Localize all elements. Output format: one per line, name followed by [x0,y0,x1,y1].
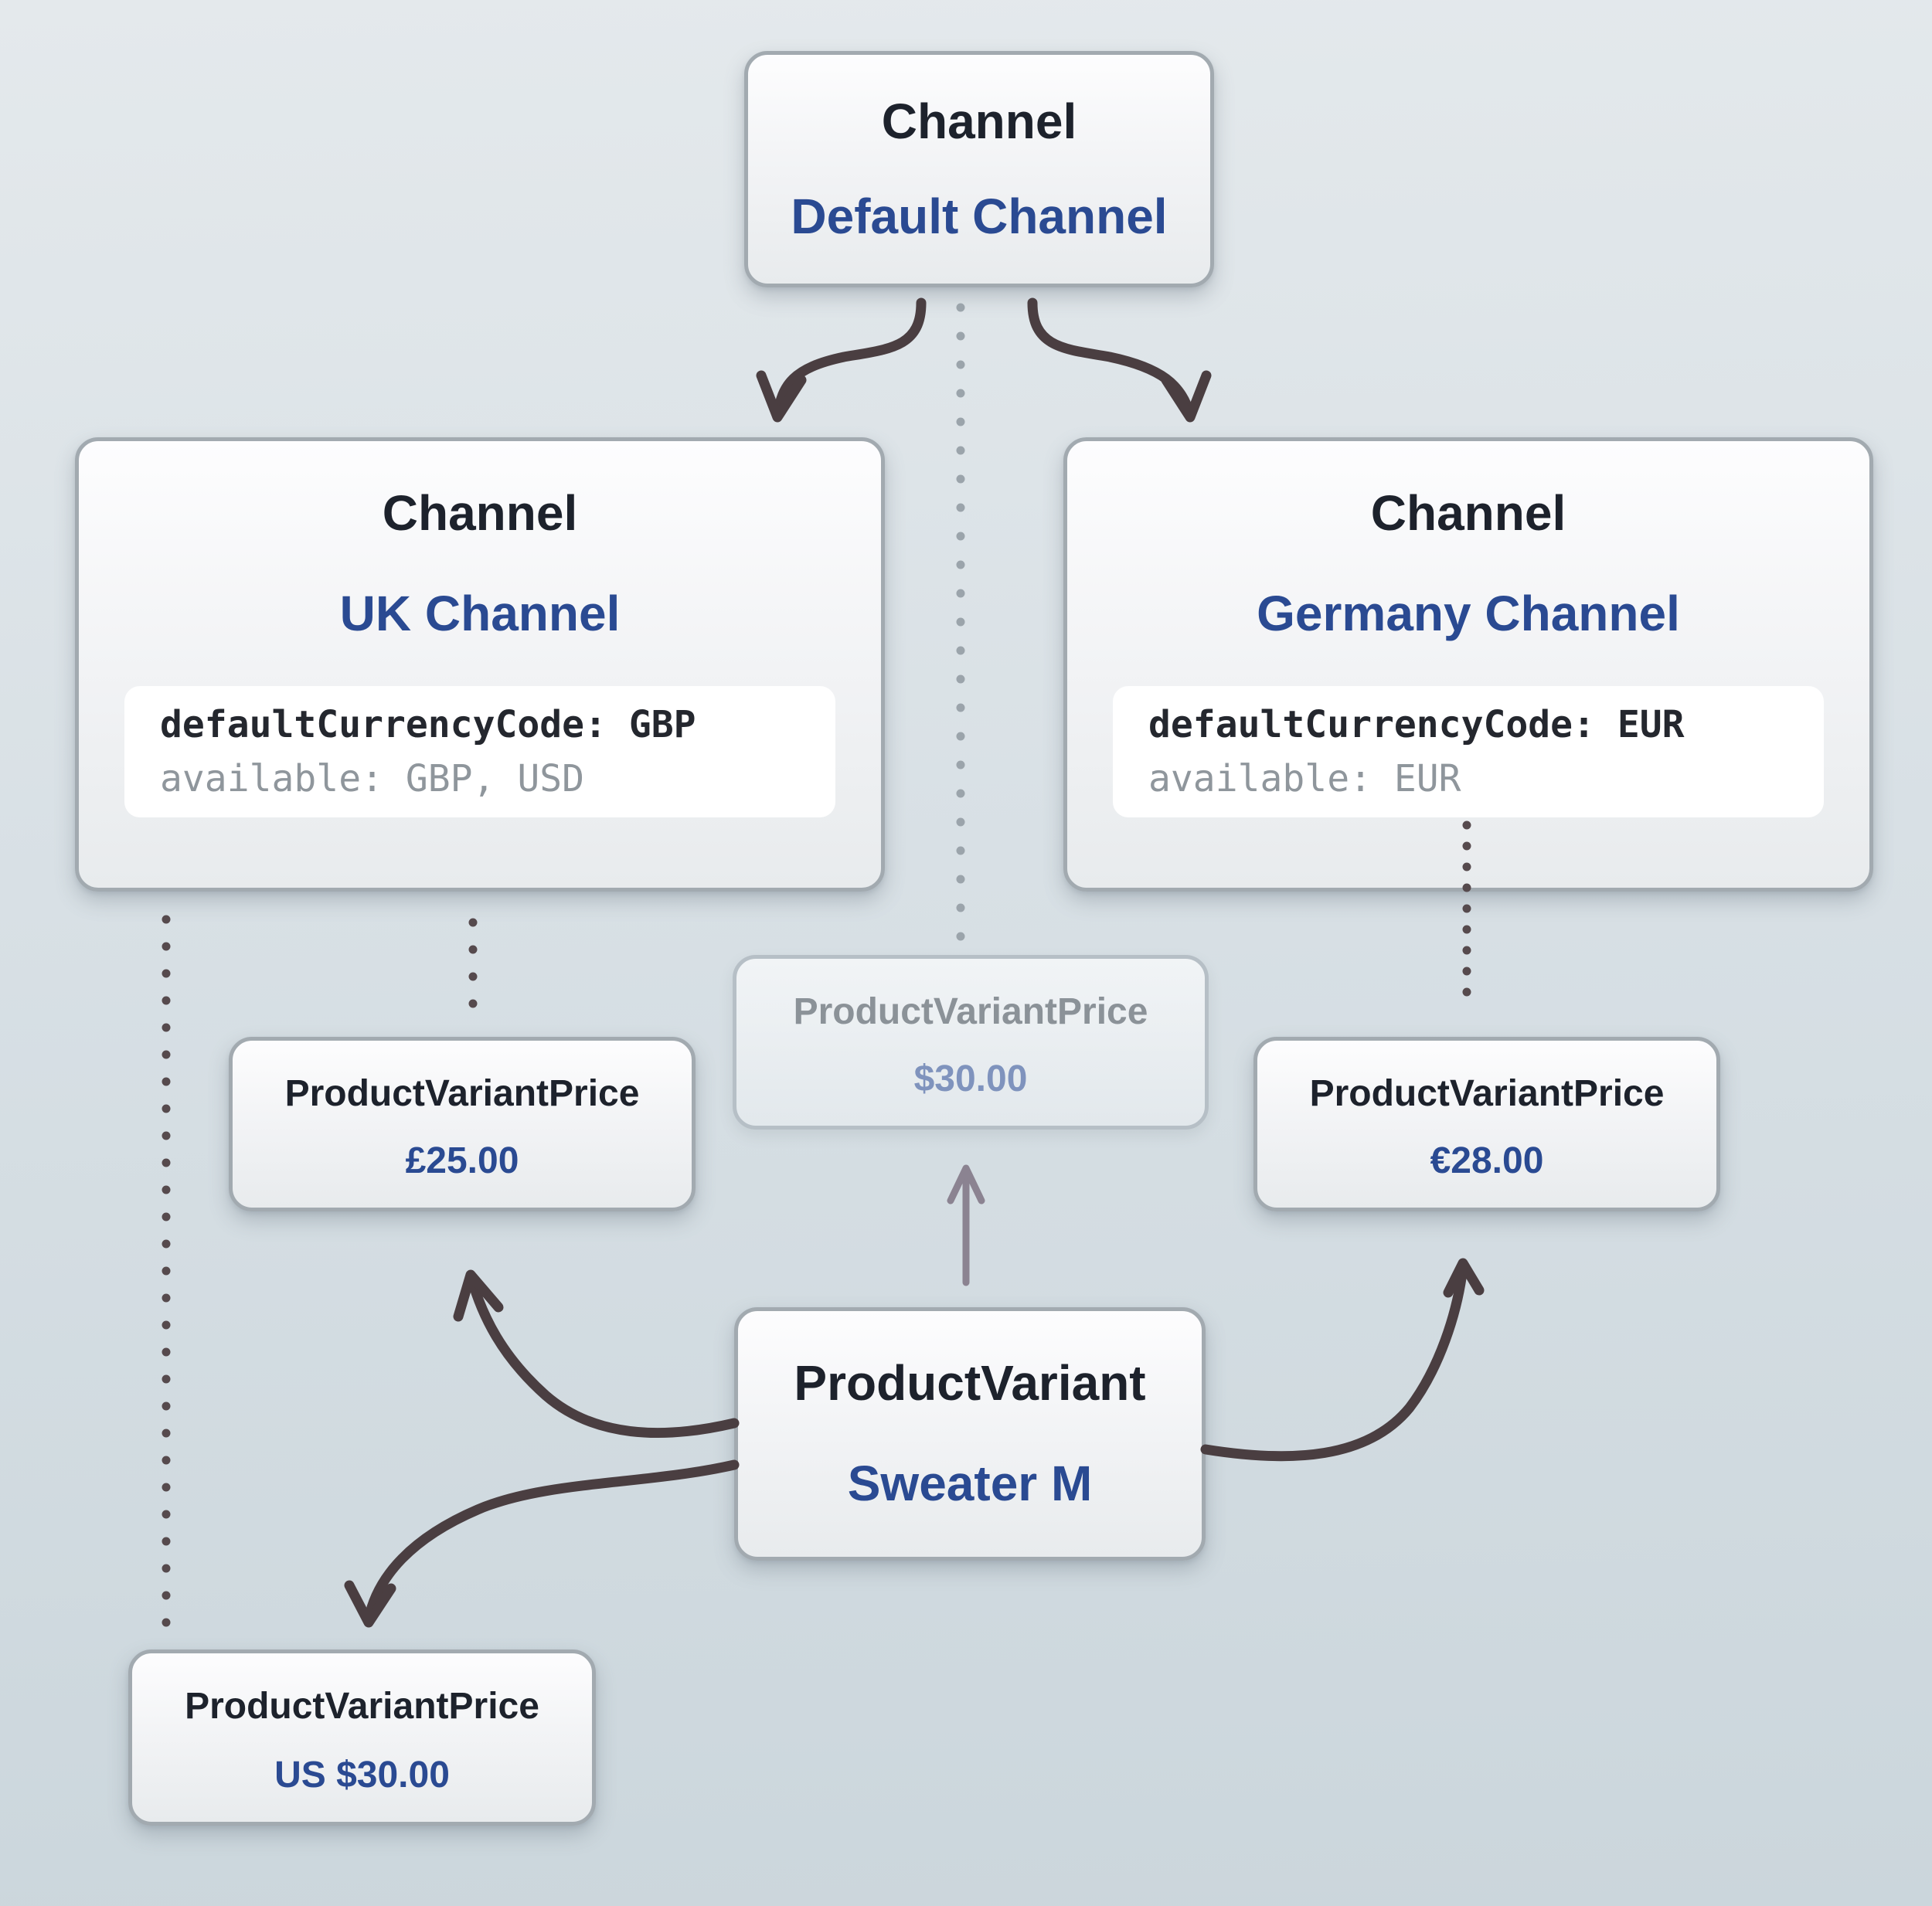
arrow-variant-to-uk-price [453,1269,740,1439]
entity-type-label: Channel [881,93,1077,149]
entity-type-label: ProductVariantPrice [185,1686,539,1728]
entity-type-label: Channel [382,484,578,541]
available-currencies-line: available: EUR [1148,757,1461,801]
entity-name: UK Channel [339,586,621,641]
node-product-variant: ProductVariant Sweater M [734,1307,1206,1561]
node-uk-channel: Channel UK Channel defaultCurrencyCode: … [75,437,885,892]
arrowhead-icon [453,1269,504,1322]
currency-code-panel: defaultCurrencyCode: EUR available: EUR [1113,686,1824,818]
entity-name: Germany Channel [1257,586,1680,641]
entity-name: Sweater M [847,1456,1093,1512]
arrowhead-icon [1161,370,1212,423]
node-germany-price: ProductVariantPrice €28.00 [1253,1037,1720,1211]
entity-type-label: ProductVariant [794,1354,1146,1411]
price-value: US $30.00 [274,1754,450,1796]
node-uk-price: ProductVariantPrice £25.00 [229,1037,696,1211]
node-germany-channel: Channel Germany Channel defaultCurrencyC… [1063,437,1873,892]
currency-code-panel: defaultCurrencyCode: GBP available: GBP,… [124,686,835,818]
arrowhead-icon [756,370,807,423]
available-currencies-line: available: GBP, USD [160,757,585,801]
arrow-variant-to-germany-price [1200,1258,1485,1462]
price-value: €28.00 [1430,1140,1544,1182]
entity-type-label: Channel [1370,484,1566,541]
arrow-default-to-germany-channel [1027,297,1212,423]
node-default-channel: Channel Default Channel [744,51,1214,287]
node-default-channel-price: ProductVariantPrice $30.00 [733,955,1209,1130]
arrowhead-icon [344,1580,396,1628]
entity-type-label: ProductVariantPrice [284,1072,640,1114]
price-value: £25.00 [405,1140,519,1182]
arrow-variant-to-usd-price [344,1459,740,1628]
arrow-default-to-uk-channel [756,297,927,423]
price-value: $30.00 [913,1058,1028,1100]
entity-type-label: ProductVariantPrice [793,990,1148,1032]
node-usd-price: ProductVariantPrice US $30.00 [128,1649,596,1826]
arrowhead-icon [1443,1258,1485,1298]
entity-type-label: ProductVariantPrice [1309,1072,1665,1114]
default-currency-line: defaultCurrencyCode: GBP [160,703,696,747]
entity-name: Default Channel [791,188,1168,244]
arrow-variant-to-default-price [947,1164,985,1286]
default-currency-line: defaultCurrencyCode: EUR [1148,703,1685,747]
arrowhead-icon [947,1164,985,1204]
